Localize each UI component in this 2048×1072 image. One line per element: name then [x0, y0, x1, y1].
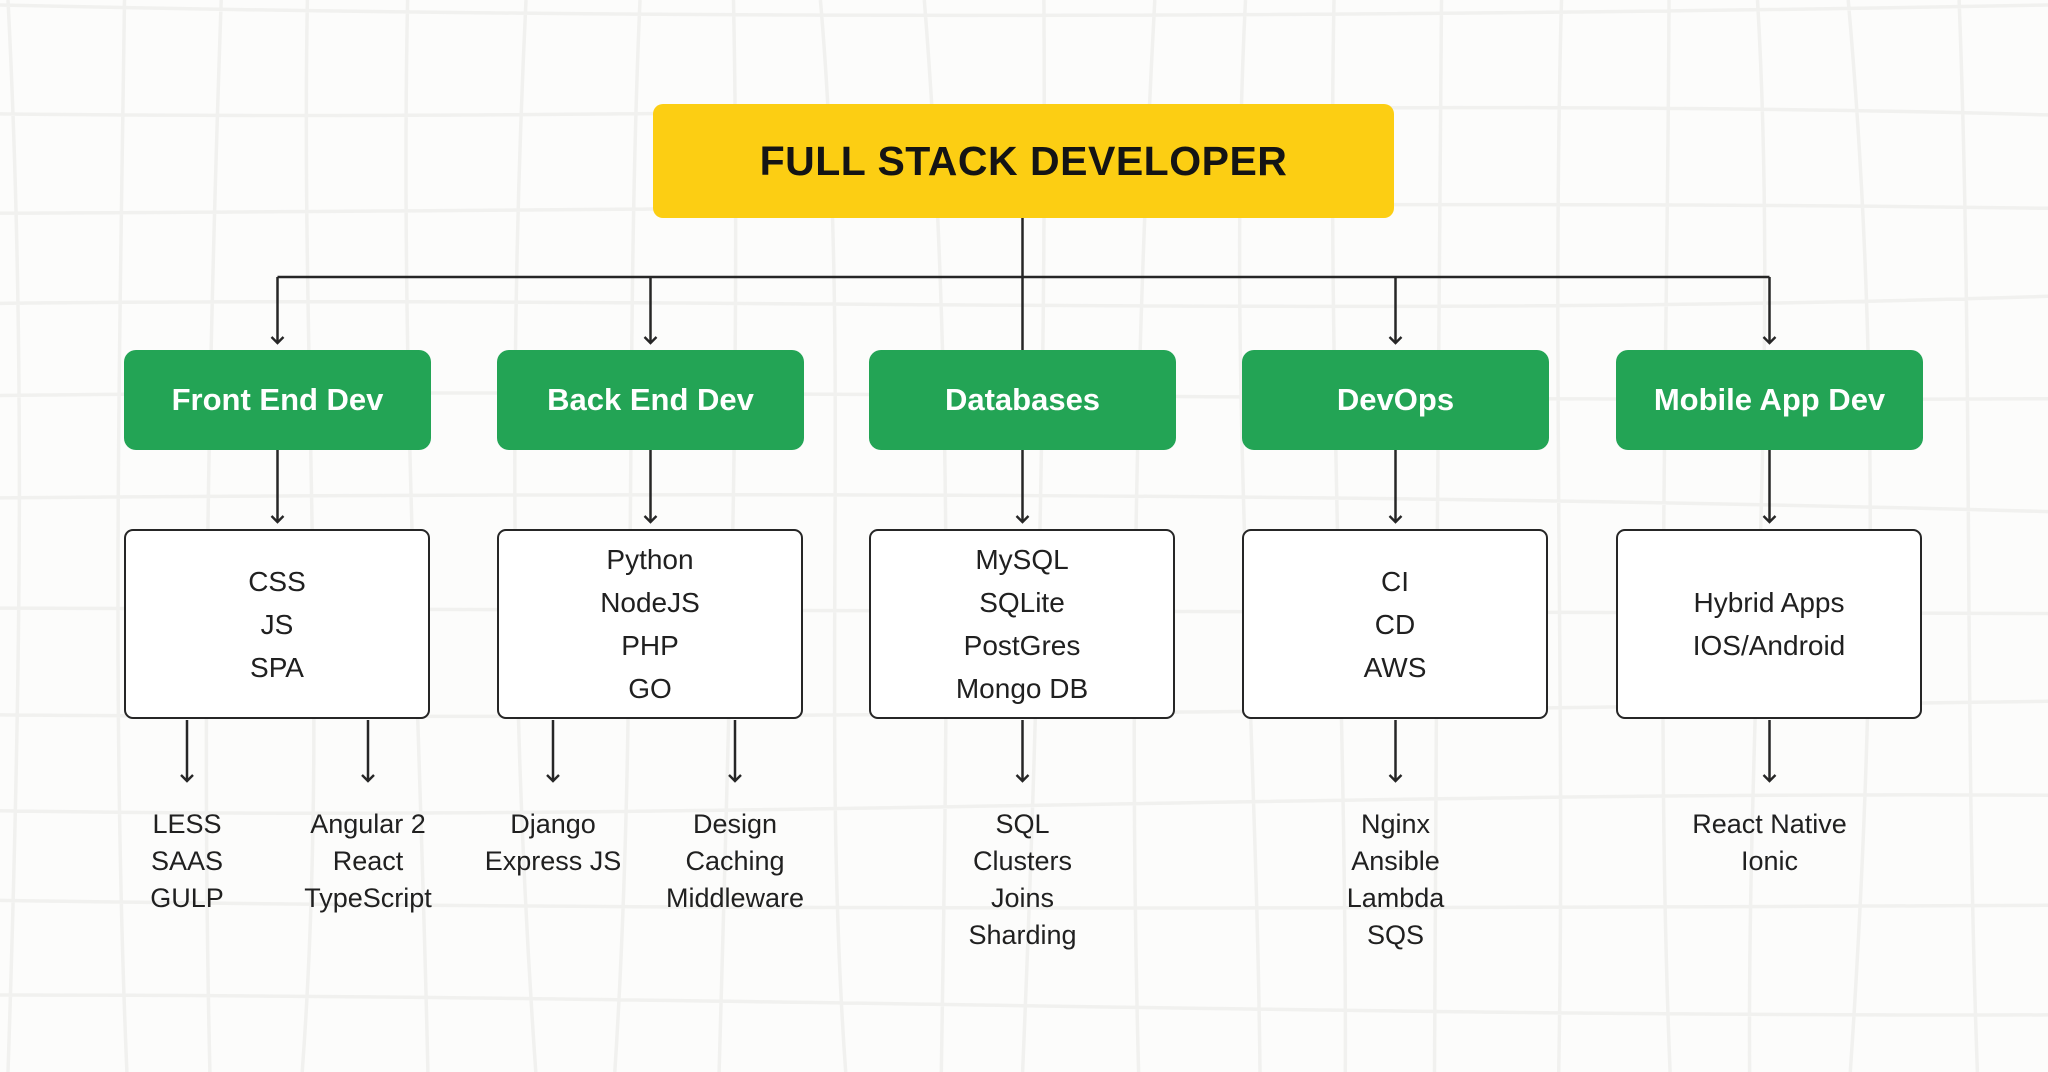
- detail-line: CSS: [248, 565, 306, 597]
- detail-box-databases: MySQL SQLite PostGres Mongo DB: [869, 529, 1175, 719]
- detail-line: JS: [260, 608, 294, 640]
- leaf-item: Ansible: [1351, 846, 1440, 876]
- detail-box-frontend: CSS JS SPA: [124, 529, 430, 719]
- branch-node-mobile: Mobile App Dev: [1616, 350, 1923, 450]
- detail-line: Python: [606, 544, 694, 575]
- detail-line: AWS: [1363, 651, 1427, 683]
- leaf-list-backend-2: Design Caching Middleware: [666, 806, 804, 917]
- detail-line: CI: [1381, 565, 1409, 597]
- root-node: FULL STACK DEVELOPER: [653, 104, 1394, 218]
- leaf-item: Design: [692, 809, 778, 839]
- detail-line: NodeJS: [600, 587, 700, 618]
- detail-line: SPA: [250, 651, 304, 683]
- leaf-item: React: [332, 846, 404, 876]
- leaf-list-backend-1: Django Express JS: [485, 806, 622, 880]
- detail-line: PHP: [621, 630, 679, 661]
- root-node-label: FULL STACK DEVELOPER: [759, 137, 1288, 184]
- leaf-item: Django: [510, 809, 596, 839]
- leaf-item: React Native: [1692, 809, 1847, 839]
- leaf-item: SQS: [1366, 920, 1425, 950]
- branch-node-backend: Back End Dev: [497, 350, 804, 450]
- leaf-item: Ionic: [1740, 846, 1799, 876]
- leaf-item: Angular 2: [310, 809, 426, 839]
- leaf-list-mobile: React Native Ionic: [1692, 806, 1847, 880]
- leaf-list-devops: Nginx Ansible Lambda SQS: [1347, 806, 1445, 954]
- leaf-list-databases: SQL Clusters Joins Sharding: [968, 806, 1076, 954]
- branch-node-frontend: Front End Dev: [124, 350, 431, 450]
- leaf-list-frontend-2: Angular 2 React TypeScript: [304, 806, 432, 917]
- detail-line: SQLite: [979, 587, 1065, 618]
- detail-line: IOS/Android: [1692, 630, 1846, 661]
- leaf-item: Nginx: [1360, 809, 1431, 839]
- leaf-item: Lambda: [1346, 883, 1445, 913]
- leaf-item: SQL: [995, 809, 1050, 839]
- detail-box-mobile: Hybrid Apps IOS/Android: [1616, 529, 1922, 719]
- leaf-item: Joins: [990, 883, 1055, 913]
- leaf-item: GULP: [150, 883, 224, 913]
- leaf-item: Sharding: [968, 920, 1077, 950]
- leaf-item: Middleware: [665, 883, 805, 913]
- branch-node-devops: DevOps: [1242, 350, 1549, 450]
- leaf-item: Clusters: [972, 846, 1073, 876]
- leaf-item: Caching: [685, 846, 785, 876]
- detail-line: PostGres: [963, 630, 1081, 661]
- leaf-item: SAAS: [150, 846, 224, 876]
- leaf-item: TypeScript: [304, 883, 432, 913]
- detail-line: MySQL: [975, 544, 1069, 575]
- detail-line: CD: [1374, 608, 1416, 640]
- detail-box-backend: Python NodeJS PHP GO: [497, 529, 803, 719]
- leaf-item: LESS: [152, 809, 222, 839]
- detail-box-devops: CI CD AWS: [1242, 529, 1548, 719]
- detail-line: Hybrid Apps: [1693, 587, 1845, 618]
- leaf-list-frontend-1: LESS SAAS GULP: [150, 806, 224, 917]
- leaf-item: Express JS: [484, 846, 622, 876]
- detail-line: GO: [628, 673, 672, 704]
- detail-line: Mongo DB: [955, 673, 1089, 704]
- branch-node-databases: Databases: [869, 350, 1176, 450]
